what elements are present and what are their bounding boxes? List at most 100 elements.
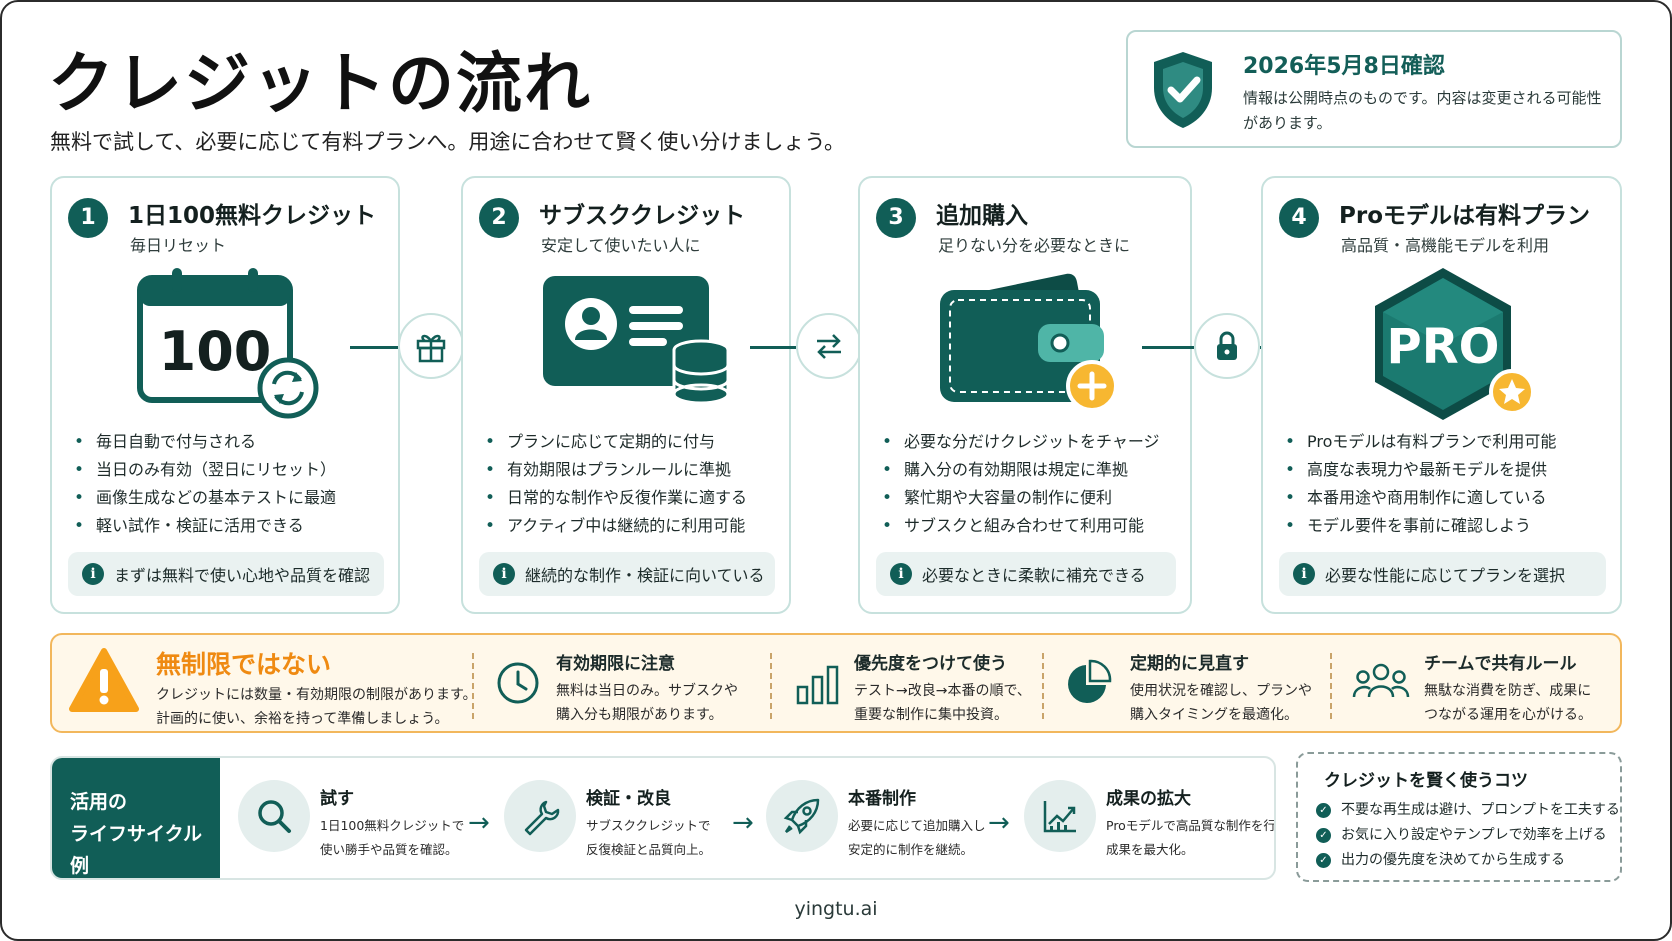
step-bullets: 毎日自動で付与される 当日のみ有効（翌日にリセット） 画像生成などの基本テストに… — [74, 428, 336, 540]
step-title: Proモデルは有料プラン — [1339, 203, 1591, 229]
text-line: サブスククレジットで — [586, 818, 711, 833]
lifecycle-header-line: 活用の — [70, 791, 128, 813]
step-subtitle: 足りない分を必要なときに — [938, 236, 1131, 255]
list-item: 高度な表現力や最新モデルを提供 — [1285, 456, 1556, 484]
text-line: 使い勝手や品質を確認。 — [320, 842, 458, 857]
step-subtitle: 安定して使いたい人に — [541, 236, 701, 255]
connector-swap — [750, 313, 922, 379]
check-icon: ✓ — [1316, 828, 1331, 843]
tip-text: 必要な性能に応じてプランを選択 — [1325, 566, 1566, 585]
step-card-extra-purchase: 3 追加購入 足りない分を必要なときに 必要な分だけクレジットをチャージ 購入分… — [858, 176, 1192, 614]
arrow-right-icon: → — [988, 808, 1010, 838]
warning-item-title: チームで共有ルール — [1424, 654, 1577, 674]
lifecycle-stage-production: 本番制作 必要に応じて追加購入し 安定的に制作を継続。 — [766, 758, 1016, 878]
tips-panel: クレジットを賢く使うコツ ✓ 不要な再生成は避け、プロンプトを工夫する ✓ お気に入… — [1296, 752, 1622, 882]
warning-item-text: 無料は当日のみ。サブスクや 購入分も期限があります。 — [556, 679, 738, 727]
notice-title: 2026年5月8日確認 — [1243, 54, 1445, 79]
calendar-refresh-icon: 100 — [52, 268, 398, 428]
warning-item-expiry: 有効期限に注意 無料は当日のみ。サブスクや 購入分も期限があります。 — [494, 645, 754, 725]
warning-text: クレジットには数量・有効期限の制限があります。 計画的に使い、余裕を持って準備し… — [156, 683, 477, 731]
update-notice: 2026年5月8日確認 情報は公開時点のものです。内容は変更される可能性がありま… — [1126, 30, 1622, 148]
warning-item-text: 使用状況を確認し、プランや 購入タイミングを最適化。 — [1130, 679, 1312, 727]
step-bullets: プランに応じて定期的に付与 有効期限はプランルールに準拠 日常的な制作や反復作業… — [485, 428, 747, 540]
step-title: 1日100無料クレジット — [128, 203, 377, 229]
text-line: 購入タイミングを最適化。 — [1130, 707, 1298, 723]
list-item: 画像生成などの基本テストに最適 — [74, 484, 336, 512]
warning-bar: 無制限ではない クレジットには数量・有効期限の制限があります。 計画的に使い、余… — [50, 633, 1622, 733]
list-item: 必要な分だけクレジットをチャージ — [882, 428, 1160, 456]
text-line: 安定的に制作を継続。 — [848, 842, 974, 857]
step-title: 追加購入 — [936, 203, 1028, 229]
warning-item-text: テスト→改良→本番の順で、 重要な制作に集中投資。 — [854, 679, 1031, 727]
warning-title: 無制限ではない — [156, 650, 332, 679]
swap-arrows-icon — [796, 313, 862, 379]
list-item: 軽い試作・検証に活用できる — [74, 512, 336, 540]
list-item: プランに応じて定期的に付与 — [485, 428, 747, 456]
text-line: Proモデルで高品質な制作を行い、 — [1106, 818, 1276, 833]
tip-text: お気に入り設定やテンプレで効率を上げる — [1341, 827, 1607, 843]
footer-brand: yingtu.ai — [794, 898, 878, 920]
list-item: Proモデルは有料プランで利用可能 — [1285, 428, 1556, 456]
tip-text: 継続的な制作・検証に向いている — [525, 566, 765, 585]
check-icon: ✓ — [1316, 803, 1331, 818]
page-title: クレジットの流れ — [48, 45, 592, 122]
step-subtitle: 高品質・高機能モデルを利用 — [1341, 236, 1550, 255]
notice-text: 情報は公開時点のものです。内容は変更される可能性があります。 — [1243, 89, 1602, 132]
warning-text-line: 計画的に使い、余裕を持って準備しましょう。 — [156, 711, 449, 727]
pie-chart-icon — [1064, 659, 1112, 711]
text-line: 反復検証と品質向上。 — [586, 842, 712, 857]
info-icon: i — [493, 563, 515, 585]
step-card-subscription: 2 サブスククレジット 安定して使いたい人に プランに応じて定期的に付与 有効期… — [461, 176, 791, 614]
text-line: 成果を最大化。 — [1106, 842, 1194, 857]
lifecycle-stage-verify: 検証・改良 サブスククレジットで 反復検証と品質向上。 — [504, 758, 744, 878]
lock-icon — [1194, 313, 1260, 379]
list-item: 本番用途や商用制作に適している — [1285, 484, 1556, 512]
pro-label: PRO — [1387, 319, 1500, 375]
list-item: ✓出力の優先度を決めてから生成する — [1316, 848, 1620, 873]
text-line: 重要な制作に集中投資。 — [854, 707, 1008, 723]
list-item: ✓ お気に入り設定やテンプレで効率を上げる — [1316, 823, 1620, 848]
warning-item-team: チームで共有ルール 無駄な消費を防ぎ、成果に つながる運用を心がける。 — [1352, 645, 1612, 725]
stage-text: 1日100無料クレジットで 使い勝手や品質を確認。 — [320, 814, 464, 862]
stage-text: Proモデルで高品質な制作を行い、 成果を最大化。 — [1106, 814, 1276, 862]
step-tip: i 必要な性能に応じてプランを選択 — [1279, 552, 1606, 596]
check-icon: ✓ — [1316, 853, 1331, 868]
calendar-number: 100 — [159, 320, 272, 383]
step-number: 3 — [876, 198, 916, 238]
gift-icon — [398, 313, 464, 379]
bar-chart-icon — [794, 659, 842, 711]
text-line: 必要に応じて追加購入し — [848, 818, 986, 833]
wrench-icon — [504, 780, 576, 852]
clock-icon — [494, 659, 542, 711]
warning-item-priority: 優先度をつけて使う テスト→改良→本番の順で、 重要な制作に集中投資。 — [794, 645, 1044, 725]
list-item: 購入分の有効期限は規定に準拠 — [882, 456, 1160, 484]
warning-item-text: 無駄な消費を防ぎ、成果に つながる運用を心がける。 — [1424, 679, 1592, 727]
list-item: 日常的な制作や反復作業に適する — [485, 484, 747, 512]
list-item: 毎日自動で付与される — [74, 428, 336, 456]
tips-title: クレジットを賢く使うコツ — [1324, 771, 1528, 791]
step-number: 4 — [1279, 198, 1319, 238]
lifecycle-header-line: ライフサイクル例 — [70, 823, 203, 877]
tip-text: まずは無料で使い心地や品質を確認 — [114, 566, 371, 585]
step-tip: i まずは無料で使い心地や品質を確認 — [68, 552, 384, 596]
rocket-icon — [766, 780, 838, 852]
pro-badge-icon: PRO — [1263, 268, 1620, 428]
warning-text-line: クレジットには数量・有効期限の制限があります。 — [156, 687, 477, 703]
step-title: サブスククレジット — [539, 203, 746, 229]
stage-title: 試す — [320, 789, 354, 809]
text-line: つながる運用を心がける。 — [1424, 707, 1592, 723]
tip-text: 不要な再生成は避け、プロンプトを工夫する — [1341, 802, 1620, 818]
connector-lock — [1142, 313, 1324, 379]
list-item: 繁忙期や大容量の制作に便利 — [882, 484, 1160, 512]
step-subtitle: 毎日リセット — [130, 236, 227, 255]
stage-title: 成果の拡大 — [1106, 789, 1191, 809]
warning-triangle-icon — [68, 647, 140, 719]
page-subtitle: 無料で試して、必要に応じて有料プランへ。用途に合わせて賢く使い分けましょう。 — [50, 130, 846, 154]
id-card-coins-icon — [463, 268, 789, 428]
stage-text: サブスククレジットで 反復検証と品質向上。 — [586, 814, 711, 862]
stage-title: 本番制作 — [848, 789, 916, 809]
lifecycle-stage-try: 試す 1日100無料クレジットで 使い勝手や品質を確認。 — [238, 758, 478, 878]
list-item: 有効期限はプランルールに準拠 — [485, 456, 747, 484]
info-icon: i — [890, 563, 912, 585]
step-number: 1 — [68, 198, 108, 238]
